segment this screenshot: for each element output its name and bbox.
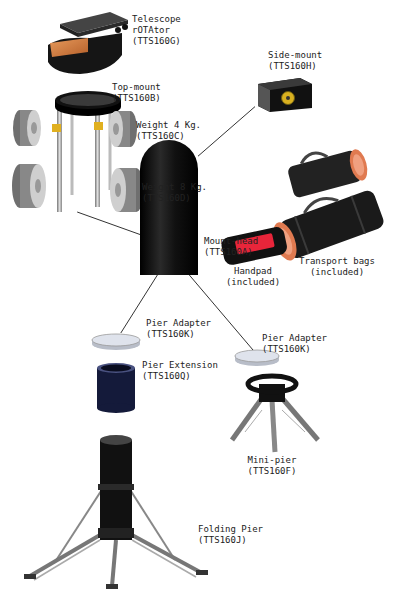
- folding-pier-drawing: [24, 435, 208, 589]
- rotator-drawing: [48, 33, 122, 74]
- weight-4kg-drawing: [13, 110, 137, 147]
- weight-4kg-drawing: [113, 123, 119, 135]
- pier-adapter-part: Pier Adapter (TTS160K): [92, 333, 140, 347]
- part-label: Mount-head (TTS160A): [204, 236, 262, 258]
- transport-bags-drawing: [299, 150, 327, 164]
- side-mount-drawing: [282, 92, 295, 105]
- leader-line: [198, 107, 255, 157]
- weight-8kg-drawing: [35, 179, 41, 193]
- folding-pier-drawing: [100, 435, 132, 445]
- weight-4kg-drawing: [27, 110, 41, 146]
- leader-line: [77, 212, 140, 235]
- mount-head-part: Mount-head (TTS160A): [140, 140, 198, 275]
- folding-pier-drawing: [55, 488, 103, 562]
- folding-pier-drawing: [106, 584, 118, 589]
- weight-part: Weight 8 Kg. (TTS160D): [110, 166, 142, 214]
- leader-line: [77, 212, 140, 235]
- part-label: Pier Adapter (TTS160K): [262, 333, 330, 355]
- part-label: Top-mount (TTS160B): [112, 82, 164, 104]
- mini-pier-drawing: [272, 400, 275, 452]
- rotator-drawing: [60, 24, 78, 37]
- part-label: Pier Adapter (TTS160K): [146, 318, 214, 340]
- rotator-part: Telescope rOTAtor (TTS160G): [45, 10, 130, 75]
- top-mount-drawing: [57, 106, 62, 212]
- transport-bags-drawing: [295, 216, 309, 254]
- weight-part: Weight 4 Kg. (TTS160C): [110, 108, 134, 150]
- folding-pier-drawing: [112, 540, 116, 586]
- transport-bags-drawing: [302, 194, 338, 213]
- part-label: Pier Extension (TTS160Q): [142, 360, 220, 382]
- transport-bags-drawing: [347, 147, 371, 182]
- mini-pier-drawing: [282, 410, 305, 432]
- mini-pier-drawing: [245, 410, 262, 432]
- top-mount-drawing: [52, 124, 61, 132]
- folding-pier-part: Folding Pier (TTS160J): [28, 430, 203, 590]
- part-label: Mini-pier (TTS160F): [246, 455, 298, 477]
- transport-bags-drawing: [351, 196, 365, 234]
- pier-extension-drawing: [97, 403, 135, 413]
- folding-pier-drawing: [98, 484, 134, 490]
- part-label: Folding Pier (TTS160J): [198, 524, 266, 546]
- transport-bags-drawing: [285, 141, 370, 199]
- top-mount-drawing: [94, 122, 103, 130]
- folding-pier-drawing: [132, 535, 200, 572]
- folding-pier-drawing: [196, 570, 208, 575]
- pier-extension-drawing: [97, 368, 135, 408]
- weight-8kg-drawing: [110, 168, 126, 212]
- pier-extension-drawing: [101, 365, 131, 372]
- weight-4kg-drawing: [109, 111, 123, 147]
- part-label: Transport bags (included): [298, 256, 376, 278]
- mini-pier-drawing: [248, 376, 296, 392]
- transport-bags-drawing: [351, 153, 366, 177]
- weight-8kg-drawing: [115, 183, 121, 197]
- leader-line: [198, 107, 255, 157]
- weight-4kg-drawing: [31, 122, 37, 134]
- mini-pier-drawing: [232, 376, 318, 452]
- part-label: Telescope rOTAtor (TTS160G): [132, 14, 184, 47]
- rotator-drawing: [48, 12, 128, 74]
- mount-head-drawing: [140, 140, 198, 275]
- handpad-part: Handpad (included): [218, 226, 290, 264]
- pier-extension-part: Pier Extension (TTS160Q): [95, 362, 137, 412]
- mini-pier-part: Mini-pier (TTS160F): [228, 372, 320, 452]
- top-mount-part: Top-mount (TTS160B): [52, 90, 124, 212]
- folding-pier-drawing: [132, 540, 196, 577]
- folding-pier-drawing: [34, 540, 100, 580]
- top-mount-drawing: [71, 108, 74, 195]
- folding-pier-drawing: [129, 488, 175, 560]
- mini-pier-drawing: [232, 398, 262, 440]
- side-mount-part: Side-mount (TTS160H): [255, 76, 313, 112]
- pier-extension-drawing: [97, 363, 135, 373]
- side-mount-drawing: [258, 78, 312, 112]
- folding-pier-drawing: [30, 535, 100, 576]
- part-label: Handpad (included): [224, 266, 282, 288]
- part-label: Weight 8 Kg. (TTS160D): [142, 182, 210, 204]
- side-mount-drawing: [258, 78, 312, 112]
- top-mount-drawing: [95, 106, 100, 207]
- side-mount-drawing: [258, 84, 270, 112]
- bags-part: Transport bags (included): [276, 145, 384, 255]
- mini-pier-drawing: [282, 398, 318, 440]
- rotator-drawing: [50, 38, 88, 57]
- part-label: Side-mount (TTS160H): [268, 50, 326, 72]
- folding-pier-drawing: [98, 528, 134, 538]
- weight-8kg-drawing: [12, 164, 144, 212]
- pier-adapter-part: Pier Adapter (TTS160K): [235, 350, 280, 364]
- folding-pier-drawing: [24, 574, 36, 579]
- side-mount-drawing: [286, 96, 290, 100]
- weight-8kg-drawing: [30, 164, 46, 208]
- top-mount-drawing: [60, 94, 116, 106]
- pier-extension-drawing: [97, 363, 135, 413]
- part-label: Weight 4 Kg. (TTS160C): [136, 120, 204, 142]
- mount-head-drawing: [140, 140, 198, 275]
- top-mount-drawing: [55, 91, 121, 109]
- rotator-drawing: [122, 24, 128, 30]
- pier-adapter-drawing: [92, 334, 140, 346]
- rotator-drawing: [115, 27, 121, 33]
